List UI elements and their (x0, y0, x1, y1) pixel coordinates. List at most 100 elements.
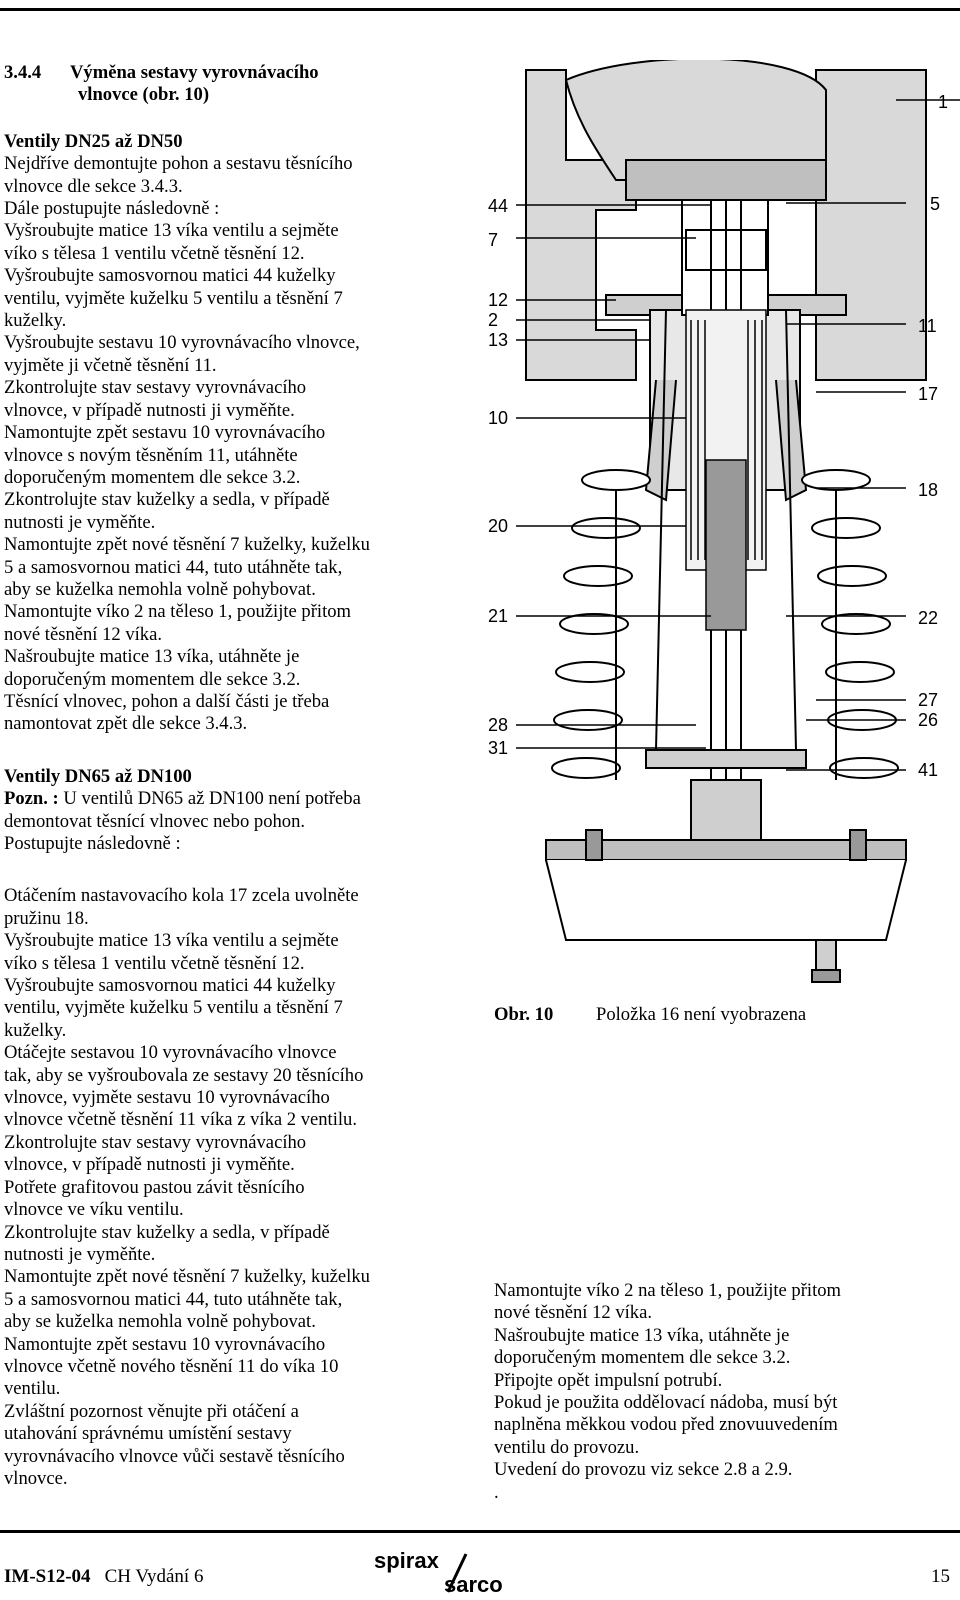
callout-17: 17 (918, 384, 938, 404)
instruction-line: Zkontrolujte stav sestavy vyrovnávacího (4, 1131, 307, 1153)
heading-dn25-dn50: Ventily DN25 až DN50 (4, 130, 183, 152)
instruction-line: Potřete grafitovou pastou závit těsnícíh… (4, 1176, 305, 1198)
instruction-line: Vyšroubujte sestavu 10 vyrovnávacího vln… (4, 332, 360, 354)
left-column: 3.4.4 Výměna sestavy vyrovnávacího vlnovc… (4, 62, 460, 1490)
spirax-sarco-logo: spirax sarco (374, 1548, 503, 1596)
instruction-line: Namontujte víko 2 na těleso 1, použijte … (4, 601, 352, 623)
instruction-line: utahování správnému umístění sestavy (4, 1423, 292, 1445)
instruction-line: demontovat těsnící vlnovec nebo pohon. (4, 810, 306, 832)
callout-26: 26 (918, 710, 938, 730)
footer-doc-info: IM-S12-04 CH Vydání 6 (4, 1566, 203, 1588)
instruction-line: Pokud je použita oddělovací nádoba, musí… (494, 1392, 838, 1414)
note-line: Pozn. : U ventilů DN65 až DN100 není pot… (4, 788, 460, 810)
instruction-line: doporučeným momentem dle sekce 3.2. (494, 1347, 791, 1369)
instruction-line: Vyšroubujte matice 13 víka ventilu a sej… (4, 220, 339, 242)
instruction-line: vlnovce, v případě nutnosti ji vyměňte. (4, 399, 295, 421)
figure-caption: Obr. 10 Položka 16 není vyobrazena (494, 1004, 806, 1026)
instruction-line: Dále postupujte následovně : (4, 198, 220, 220)
section-title: 3.4.4 Výměna sestavy vyrovnávacího vlnovc… (4, 62, 460, 107)
instruction-line: Zkontrolujte stav kuželky a sedla, v pří… (4, 489, 330, 511)
callout-7: 7 (488, 230, 498, 250)
section-title-line2: vlnovce (obr. 10) (78, 84, 210, 106)
instruction-line: víko s tělesa 1 ventilu včetně těsnění 1… (4, 242, 305, 264)
instruction-line: Vyšroubujte matice 13 víka ventilu a sej… (4, 930, 339, 952)
logo-text-spirax: spirax (374, 1548, 440, 1573)
section-number: 3.4.4 (4, 62, 42, 83)
instruction-line: Namontujte zpět sestavu 10 vyrovnávacího (4, 422, 326, 444)
callout-12: 12 (488, 290, 508, 310)
instruction-line: Otáčením nastavovacího kola 17 zcela uvo… (4, 885, 359, 907)
instruction-line: Vyšroubujte samosvornou matici 44 kuželk… (4, 975, 336, 997)
dn25-instructions: Nejdříve demontujte pohon a sestavu těsn… (4, 153, 460, 736)
callout-1: 1 (938, 92, 948, 112)
instruction-line: Nejdříve demontujte pohon a sestavu těsn… (4, 153, 353, 175)
instruction-line: ventilu, vyjměte kuželku 5 ventilu a těs… (4, 287, 343, 309)
instruction-line: Našroubujte matice 13 víka, utáhněte je (4, 646, 300, 668)
instruction-line: vlnovce s novým těsněním 11, utáhněte (4, 444, 298, 466)
instruction-line: Uvedení do provozu viz sekce 2.8 a 2.9. (494, 1459, 793, 1481)
caption-label: Obr. 10 (494, 1004, 554, 1025)
instruction-line: Vyšroubujte samosvornou matici 44 kuželk… (4, 265, 336, 287)
heading-dn65-dn100: Ventily DN65 až DN100 (4, 765, 192, 787)
instruction-line: Namontujte zpět nové těsnění 7 kuželky, … (4, 534, 370, 556)
callout-11: 11 (918, 316, 937, 336)
callout-labels: 1 44 5 7 12 2 11 13 17 10 18 20 21 22 27… (488, 92, 948, 780)
instruction-line: vlnovce ve víku ventilu. (4, 1199, 184, 1221)
callout-41: 41 (918, 760, 938, 780)
instruction-line: naplněna měkkou vodou před znovuuvedením (494, 1414, 838, 1436)
instruction-line: Postupujte následovně : (4, 833, 181, 854)
instruction-line: vlnovce, vyjměte sestavu 10 vyrovnávacíh… (4, 1087, 330, 1109)
instruction-line: vlnovce včetně těsnění 11 víka z víka 2 … (4, 1109, 357, 1131)
top-rule (0, 8, 960, 11)
instruction-line: namontovat zpět dle sekce 3.4.3. (4, 713, 248, 735)
document-code: IM-S12-04 (4, 1566, 91, 1587)
instruction-line: vlnovce. (4, 1467, 68, 1489)
callout-28: 28 (488, 715, 508, 735)
caption-text: Položka 16 není vyobrazena (596, 1004, 807, 1025)
callout-2: 2 (488, 310, 498, 330)
callout-lines (516, 99, 960, 771)
bottom-rule (0, 1530, 960, 1533)
instruction-line: vyrovnávacího vlnovce vůči sestavě těsní… (4, 1445, 345, 1467)
instruction-line: vyjměte ji včetně těsnění 11. (4, 354, 217, 376)
instruction-line: kuželky. (4, 310, 67, 332)
section-title-line1: Výměna sestavy vyrovnávacího (70, 62, 319, 83)
note-label: Pozn. : (4, 788, 59, 810)
callout-27: 27 (918, 690, 938, 710)
actuator-housing (545, 779, 907, 983)
instruction-line: Zvláštní pozornost věnujte při otáčení a (4, 1400, 299, 1422)
instruction-line: nutnosti je vyměňte. (4, 1243, 156, 1265)
instruction-line: Zkontrolujte stav sestavy vyrovnávacího (4, 377, 307, 399)
instruction-line: tak, aby se vyšroubovala ze sestavy 20 t… (4, 1064, 364, 1086)
callout-5: 5 (930, 194, 940, 214)
logo-text-sarco: sarco (444, 1572, 503, 1596)
page-number: 15 (931, 1566, 950, 1587)
instruction-line: vlnovce dle sekce 3.4.3. (4, 175, 183, 197)
instruction-line: nutnosti je vyměňte. (4, 511, 156, 533)
dn65-intro: demontovat těsnící vlnovec nebo pohon.Po… (4, 811, 460, 856)
instruction-line: aby se kuželka nemohla volně pohybovat. (4, 578, 316, 600)
callout-31: 31 (488, 738, 508, 758)
edition: CH Vydání 6 (104, 1566, 204, 1587)
callout-22: 22 (918, 608, 938, 628)
instruction-line: Namontujte víko 2 na těleso 1, použijte … (494, 1280, 842, 1301)
instruction-line: pružinu 18. (4, 907, 89, 929)
instruction-line: doporučeným momentem dle sekce 3.2. (4, 668, 301, 690)
callout-18: 18 (918, 480, 938, 500)
instruction-line: ventilu, vyjměte kuželku 5 ventilu a těs… (4, 997, 343, 1019)
instruction-line: vlnovce včetně nového těsnění 11 do víka… (4, 1355, 339, 1377)
instruction-line: vlnovce, v případě nutnosti ji vyměňte. (4, 1154, 295, 1176)
instruction-line: nové těsnění 12 víka. (494, 1302, 653, 1324)
callout-20: 20 (488, 516, 508, 536)
instruction-line: Našroubujte matice 13 víka, utáhněte je (494, 1324, 790, 1346)
instruction-line: Těsnící vlnovec, pohon a další části je … (4, 690, 330, 712)
instruction-line: Připojte opět impulsní potrubí. (494, 1369, 723, 1391)
callout-13: 13 (488, 330, 508, 350)
instruction-line: ventilu do provozu. (494, 1436, 640, 1458)
valve-cross-section-figure: 1 44 5 7 12 2 11 13 17 10 18 20 21 22 27… (488, 60, 960, 983)
instruction-line: doporučeným momentem dle sekce 3.2. (4, 466, 301, 488)
bellows (685, 309, 767, 631)
note-text: U ventilů DN65 až DN100 není potřeba (63, 788, 361, 810)
instruction-line: 5 a samosvornou matici 44, tuto utáhněte… (4, 1288, 343, 1310)
right-column-instructions: Namontujte víko 2 na těleso 1, použijte … (494, 1280, 954, 1504)
